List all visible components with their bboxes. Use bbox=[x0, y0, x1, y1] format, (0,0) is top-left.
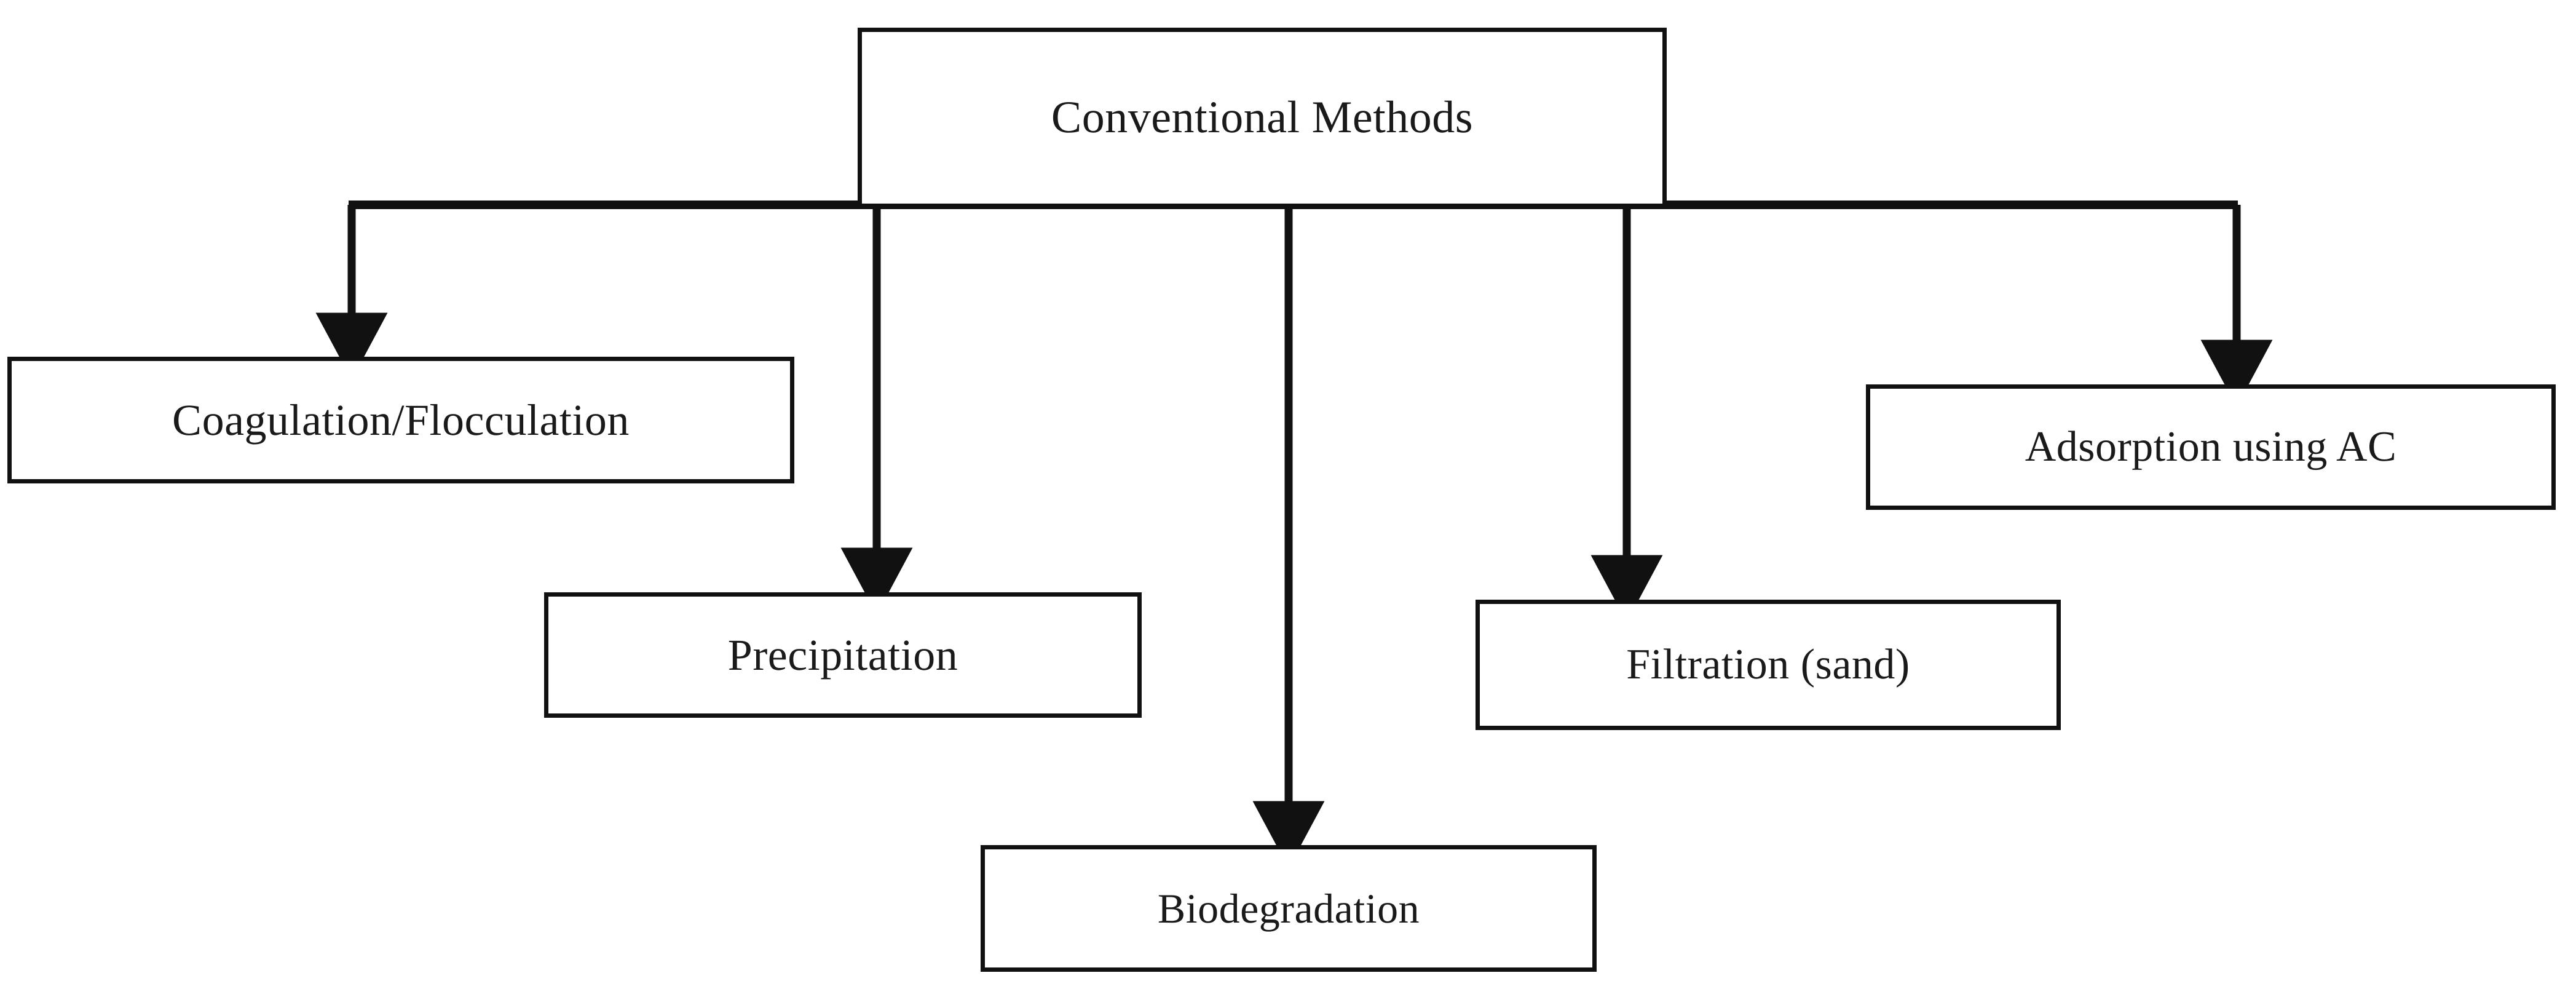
node-label-biodegradation: Biodegradation bbox=[1157, 884, 1420, 932]
node-label-coagulation-flocculation: Coagulation/Flocculation bbox=[172, 395, 630, 445]
node-label-adsorption-using-ac: Adsorption using AC bbox=[2025, 423, 2397, 471]
node-biodegradation: Biodegradation bbox=[981, 845, 1597, 972]
node-conventional-methods: Conventional Methods bbox=[858, 28, 1667, 208]
node-coagulation-flocculation: Coagulation/Flocculation bbox=[7, 357, 794, 483]
node-precipitation: Precipitation bbox=[544, 592, 1142, 718]
node-adsorption-using-ac: Adsorption using AC bbox=[1866, 384, 2556, 510]
node-filtration-sand: Filtration (sand) bbox=[1476, 600, 2061, 730]
node-label-conventional-methods: Conventional Methods bbox=[1051, 92, 1474, 143]
node-label-precipitation: Precipitation bbox=[727, 630, 958, 680]
node-label-filtration-sand: Filtration (sand) bbox=[1626, 641, 1910, 688]
